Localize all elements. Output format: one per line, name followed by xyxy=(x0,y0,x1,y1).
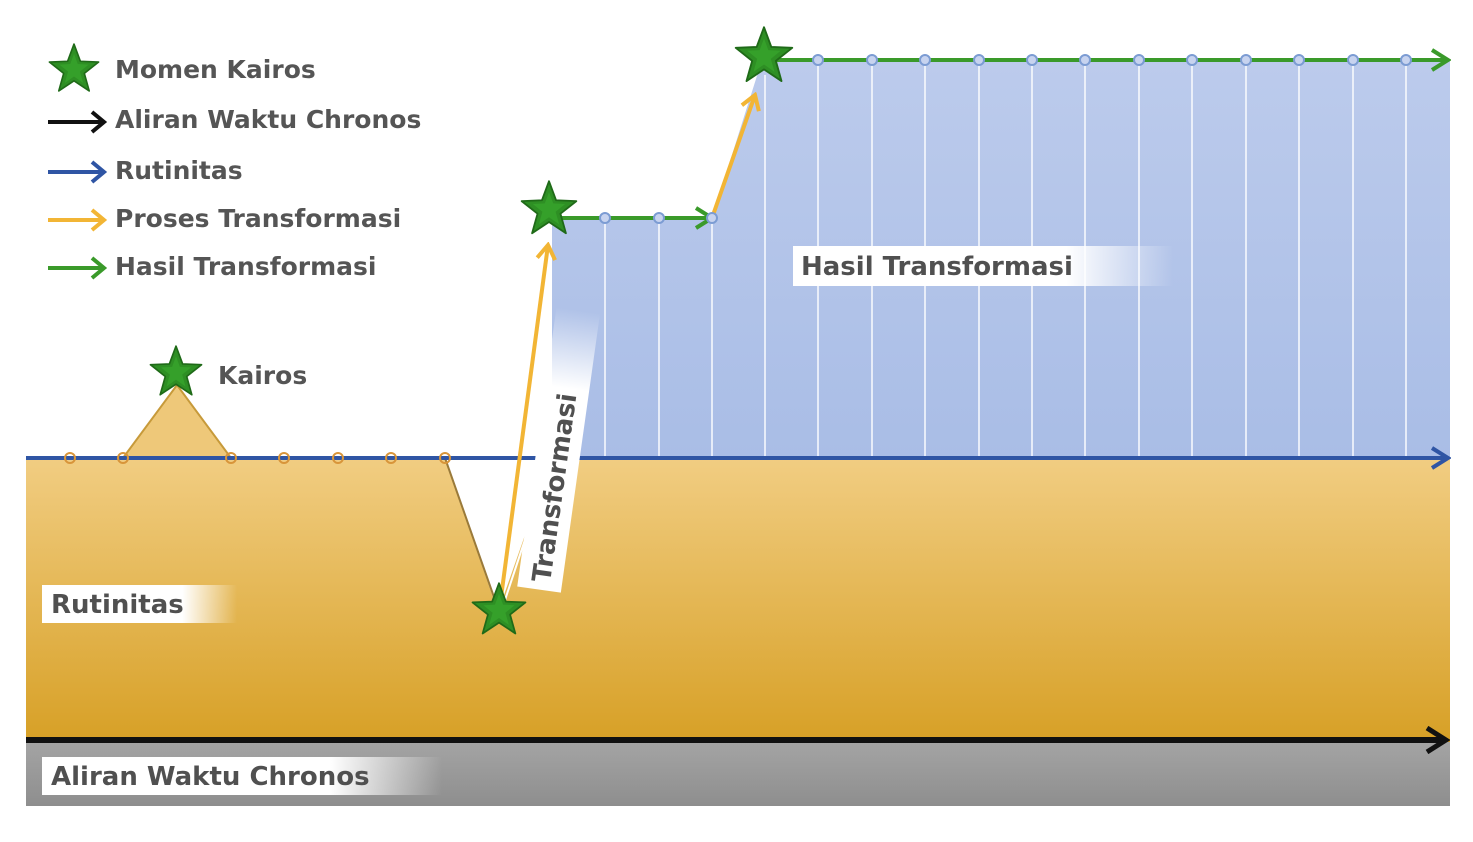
result-label: Hasil Transformasi xyxy=(801,252,1073,282)
legend-transformation-process: Proses Transformasi xyxy=(115,204,401,233)
legend-routine: Rutinitas xyxy=(115,156,243,185)
routine-label-box xyxy=(42,585,237,623)
legend-result-arrow-head xyxy=(90,256,108,280)
routine-dots xyxy=(64,452,451,464)
routine-area xyxy=(26,458,1450,742)
legend-routine-arrow-head xyxy=(90,160,108,184)
chronos-label: Aliran Waktu Chronos xyxy=(51,762,370,792)
legend-star-icon xyxy=(48,43,100,92)
legend: Momen Kairos Aliran Waktu Chronos Rutini… xyxy=(48,43,421,281)
result-dots xyxy=(599,54,1412,224)
legend-process-arrow-head xyxy=(90,208,108,232)
routine-dip-line xyxy=(444,457,496,601)
result-label-box xyxy=(793,246,1173,286)
legend-kairos-moment: Momen Kairos xyxy=(115,55,316,84)
legend-chronos-arrow-head xyxy=(90,110,108,134)
chronos-label-box xyxy=(42,757,442,795)
kairos-label: Kairos xyxy=(218,361,307,390)
transformation-process-arrow-2 xyxy=(710,95,755,219)
legend-chronos-flow: Aliran Waktu Chronos xyxy=(115,105,421,134)
routine-label: Rutinitas xyxy=(51,590,184,620)
transformation-process-arrow-1 xyxy=(498,245,548,606)
legend-transformation-result: Hasil Transformasi xyxy=(115,252,376,281)
